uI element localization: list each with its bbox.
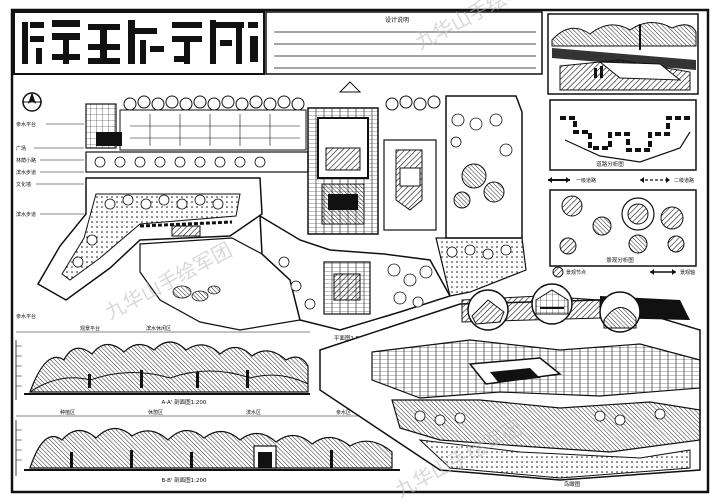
aerial-view: 鸟瞰图: [319, 283, 701, 488]
section-bb-callout-4: 亲水区: [336, 409, 351, 416]
plan-scale-title: 平面图1:500: [334, 334, 367, 342]
plan-label-4: 滨水步道: [16, 169, 36, 176]
section-aa-callout-1: 观景平台: [80, 325, 100, 332]
landscape-legend: 景观节点 景观轴: [552, 266, 695, 278]
title-block: 设计说明: [13, 11, 543, 75]
section-bb-callout-3: 滨水区: [246, 409, 261, 416]
legend-landscape-node: 景观节点: [566, 269, 586, 276]
section-b-b: 种植区 休憩区 滨水区 亲水区 B-B' 剖面图1:200: [15, 409, 400, 484]
aerial-view-title: 鸟瞰图: [564, 480, 581, 488]
legend-secondary-road: 二级道路: [674, 177, 694, 184]
legend-landscape-axis: 景观轴: [680, 269, 695, 276]
landscape-analysis-diagram: 景观分析图: [549, 189, 697, 267]
plan-label-1: 亲水平台: [16, 121, 36, 128]
plan-left-labels: 亲水平台 广场 林荫小路 滨水步道 文化墙 滨水步道: [16, 121, 84, 218]
road-legend: 一级道路 二级道路: [548, 177, 694, 184]
legend-primary-road: 一级道路: [576, 177, 596, 184]
platform-label: 亲水平台: [16, 313, 36, 320]
design-notes-lines: [274, 31, 536, 69]
section-bb-callout-1: 种植区: [60, 409, 75, 416]
road-analysis-title: 道路分析图: [596, 160, 624, 168]
title-lettering-graphic: [22, 20, 258, 64]
section-aa-callout-2: 滨水休闲区: [146, 325, 171, 332]
section-aa-title: A-A' 剖面图1:200: [162, 398, 207, 406]
north-arrow-icon: [22, 92, 42, 112]
landscape-analysis-title: 景观分析图: [606, 256, 634, 264]
design-notes-heading: 设计说明: [385, 16, 409, 24]
master-plan: 亲水平台 广场 林荫小路 滨水步道 文化墙 滨水步道: [16, 81, 527, 342]
section-a-a: 观景平台 滨水休闲区 A-A' 剖面图1:200: [15, 325, 310, 406]
plan-label-3: 林荫小路: [16, 157, 36, 164]
plan-label-2: 广场: [16, 145, 26, 152]
plan-label-6: 滨水步道: [16, 211, 36, 218]
section-bb-callout-2: 休憩区: [148, 409, 163, 416]
plan-label-5: 文化墙: [16, 181, 31, 188]
perspective-sketch: [547, 13, 699, 95]
section-bb-title: B-B' 剖面图1:200: [162, 476, 207, 484]
road-analysis-diagram: 道路分析图: [549, 99, 697, 171]
